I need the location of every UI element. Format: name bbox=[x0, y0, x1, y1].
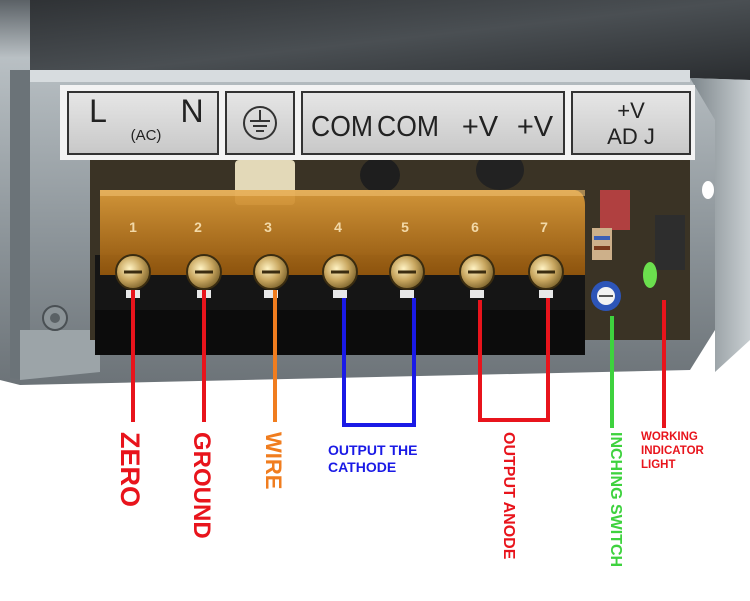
callout-lines bbox=[131, 290, 666, 428]
terminal-clamp-plate bbox=[470, 290, 484, 298]
resistor bbox=[592, 228, 612, 260]
terminal-number: 2 bbox=[194, 219, 202, 235]
callout-working-indicator-light: WORKING INDICATOR LIGHT bbox=[641, 431, 704, 471]
panel-label-l: L bbox=[89, 93, 107, 129]
panel-label-ac: (AC) bbox=[131, 127, 162, 144]
component bbox=[600, 190, 630, 230]
anode-callout-line bbox=[478, 298, 550, 422]
terminal-label-strip: L (AC) N COM COM +V +V +V AD J bbox=[60, 85, 695, 160]
callout-ground: GROUND bbox=[188, 432, 215, 539]
casing-hole bbox=[702, 181, 714, 199]
panel-label-com-1: COM bbox=[311, 111, 373, 143]
panel-label-adj-top: +V bbox=[617, 98, 645, 123]
terminal-number: 5 bbox=[401, 219, 409, 235]
callout-output-anode: OUTPUT ANODE bbox=[500, 432, 517, 560]
callout-inching-switch: INCHING SWITCH bbox=[607, 432, 624, 568]
capacitor bbox=[360, 157, 400, 193]
terminal-number: 6 bbox=[471, 219, 479, 235]
panel-label-n: N bbox=[180, 93, 203, 129]
terminal-clamp-plate bbox=[400, 290, 414, 298]
panel-label-v-2: +V bbox=[517, 111, 554, 143]
cathode-callout-line bbox=[342, 298, 416, 427]
terminal-number: 7 bbox=[540, 219, 548, 235]
terminal-clamp-plate bbox=[264, 290, 278, 298]
terminal-clamp-plate bbox=[539, 290, 553, 298]
panel-label-adj-bottom: AD J bbox=[607, 124, 655, 149]
terminal-number: 1 bbox=[129, 219, 137, 235]
terminal-numbers: 1 2 3 4 5 6 7 bbox=[129, 219, 548, 235]
callout-zero: ZERO bbox=[115, 432, 145, 508]
panel-label-v-1: +V bbox=[462, 111, 499, 143]
terminal-clamp-plate bbox=[333, 290, 347, 298]
callout-wire: WIRE bbox=[261, 432, 286, 490]
indicator-led bbox=[643, 262, 657, 288]
callout-output-cathode: OUTPUT THE CATHODE bbox=[328, 442, 418, 475]
terminal-number: 3 bbox=[264, 219, 272, 235]
panel-label-com-2: COM bbox=[377, 111, 439, 143]
terminal-cover bbox=[100, 190, 585, 275]
terminal-number: 4 bbox=[334, 219, 342, 235]
ground-symbol-icon bbox=[243, 106, 277, 140]
